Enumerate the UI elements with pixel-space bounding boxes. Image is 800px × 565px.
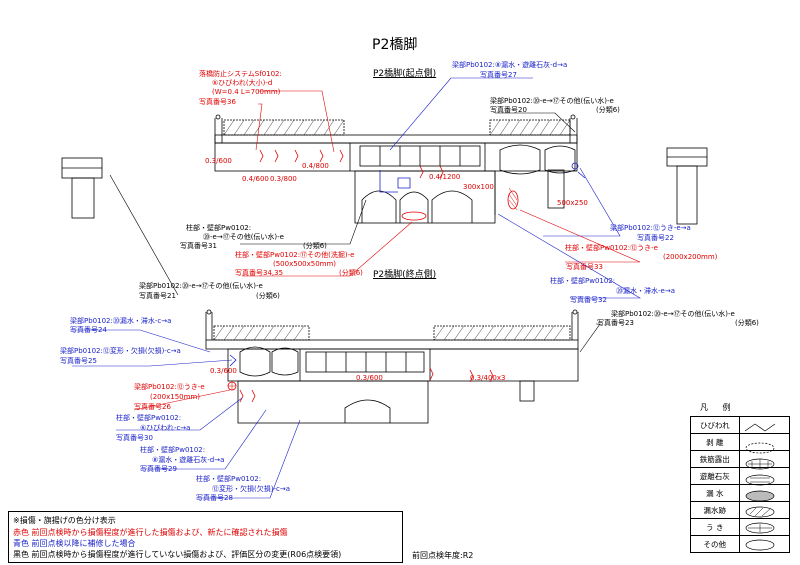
- annotation-e4: (分類6): [339, 269, 363, 277]
- note-head: ※損傷・旗揚げの色分け表示: [13, 516, 116, 525]
- section-title-end: P2橋脚(終点側): [373, 270, 437, 280]
- annotation-h1: 梁部Pb0102:⑳-e→⑰その他(伝い水)-e: [139, 282, 263, 290]
- dim-6: 300x100: [463, 183, 494, 191]
- annotation-e1: 柱部・壁部Pw0102:⑰その他(洗掘)-e: [235, 251, 355, 259]
- annotation-b2: 写真番号27: [480, 71, 517, 79]
- annotation-d4: 写真番号31: [180, 242, 217, 250]
- annotation-o1: 柱部・壁部Pw0102:: [140, 446, 206, 454]
- annotation-p1: 柱部・壁部Pw0102:: [196, 475, 262, 483]
- legend-item: 遊離石灰: [690, 467, 740, 485]
- annotation-e3: 写真番号34,35: [235, 269, 284, 277]
- annotation-j2: 写真番号24: [70, 326, 107, 334]
- annotation-k1: 梁部Pb0102:⑳-e→⑰その他(伝い水)-e: [611, 310, 735, 318]
- annotation-g3: 写真番号33: [566, 263, 603, 271]
- legend-item: 剥 離: [690, 433, 740, 451]
- annotation-h3: (分類6): [256, 292, 280, 300]
- annotation-k3: (分類6): [735, 319, 759, 327]
- dim-8: 0.3/600: [210, 367, 237, 375]
- annotation-n3: 写真番号30: [116, 434, 153, 442]
- dim-5: 0.4/1200: [429, 173, 461, 181]
- annotation-m2: (200x150mm): [150, 393, 200, 401]
- annotation-a3: (W=0.4 L=700mm): [212, 88, 281, 96]
- upper-pier: [214, 114, 578, 224]
- color-note-box: ※損傷・旗揚げの色分け表示 赤色 前回点検時から損傷程度が進行した損傷および、新…: [8, 511, 403, 563]
- legend-item: う き: [690, 518, 740, 536]
- blue-damage-marks: [229, 162, 586, 367]
- annotation-p3: 写真番号28: [196, 494, 233, 502]
- annotation-l1: 梁部Pb0102:⑫変形・欠損(欠損)-c→a: [60, 347, 181, 355]
- annotation-f2: 写真番号22: [637, 234, 674, 242]
- legend-item: 漏 水: [690, 484, 740, 502]
- legend-item: ひびわれ: [690, 416, 740, 434]
- page-title: P2橋脚: [372, 37, 418, 53]
- annotation-m3: 写真番号26: [134, 403, 171, 411]
- annotation-i2: ⑳漏水・滞水-e→a: [616, 287, 675, 295]
- annotation-d1: 柱部・壁部Pw0102:: [186, 224, 252, 232]
- annotation-i3: 写真番号32: [570, 296, 607, 304]
- dim-2: 0.4/800: [302, 162, 329, 170]
- annotation-e2: (500x500x50mm): [273, 260, 337, 268]
- left-small-pier: [61, 157, 103, 219]
- annotation-c3: (分類6): [596, 106, 620, 114]
- legend-title: 凡 例: [700, 403, 737, 412]
- annotation-n1: 柱部・壁部Pw0102:: [116, 414, 182, 422]
- note-black: 黒色 前回点検時から損傷程度が進行していない損傷および、評価区分の変更(R06点…: [13, 550, 342, 559]
- annotation-o2: ⑧漏水・遊離石灰-d→a: [152, 456, 225, 464]
- section-title-start: P2橋脚(起点側): [373, 69, 437, 79]
- annotation-j1: 梁部Pb0102:⑳漏水・滞水-c→a: [70, 317, 172, 325]
- annotation-c1: 梁部Pb0102:⑳-e→⑰その他(伝い水)-e: [490, 97, 614, 105]
- annotation-g1: 柱部・壁部Pw0102:⑫うき-e: [565, 244, 658, 252]
- annotation-m1: 梁部Pb0102:⑫うき-e: [134, 383, 205, 391]
- legend-item: 鉄筋露出: [690, 450, 740, 468]
- dim-1: 0.3/600: [205, 157, 232, 165]
- legend-item: 漏水跡: [690, 501, 740, 519]
- annotation-d3: (分類6): [303, 242, 327, 250]
- annotation-a2: ⑥ひびわれ(大小)-d: [212, 79, 273, 87]
- dim-3: 0.4/600: [242, 175, 269, 183]
- dim-9: 0.3/600: [356, 374, 383, 382]
- annotation-l2: 写真番号25: [60, 357, 97, 365]
- right-small-pier: [666, 147, 708, 225]
- annotation-p2: ⑫変形・欠損(欠損)-c→a: [212, 485, 290, 493]
- previous-inspection-year: 前回点検年度:R2: [412, 551, 474, 560]
- annotation-a4: 写真番号36: [199, 98, 236, 106]
- dim-7: 500x250: [557, 199, 588, 207]
- annotation-n2: ⑥ひびわれ-c→a: [140, 424, 191, 432]
- annotation-o3: 写真番号29: [140, 465, 177, 473]
- note-red: 赤色 前回点検時から損傷程度が進行した損傷および、新たに確認された損傷: [13, 528, 288, 537]
- lower-pier: [205, 309, 579, 424]
- annotation-g2: (2000x200mm): [663, 253, 718, 261]
- annotation-h2: 写真番号21: [139, 292, 176, 300]
- legend-item: その他: [690, 535, 740, 553]
- dim-4: 0.3/800: [270, 175, 297, 183]
- annotation-c2: 写真番号20: [490, 106, 527, 114]
- red-damage-marks: [227, 149, 519, 403]
- annotation-b1: 梁部Pb0102:⑧漏水・遊離石灰-d→a: [452, 61, 568, 69]
- note-blue: 青色 前回点検以降に補修した場合: [13, 539, 136, 548]
- annotation-f1: 梁部Pb0102:⑫うき-e→a: [610, 224, 691, 232]
- annotation-k2: 写真番号23: [597, 319, 634, 327]
- annotation-d2: ⑳-e→⑰その他(伝い水)-e: [203, 233, 284, 241]
- annotation-a1: 落橋防止システムSf0102:: [199, 70, 282, 78]
- legend: ひびわれ 剥 離 鉄筋露出 遊離石灰 漏 水 漏水跡 う き その他: [690, 416, 791, 553]
- annotation-i1: 柱部・壁部Pw0102:: [550, 277, 616, 285]
- dim-10: 0.3/400x3: [470, 374, 506, 382]
